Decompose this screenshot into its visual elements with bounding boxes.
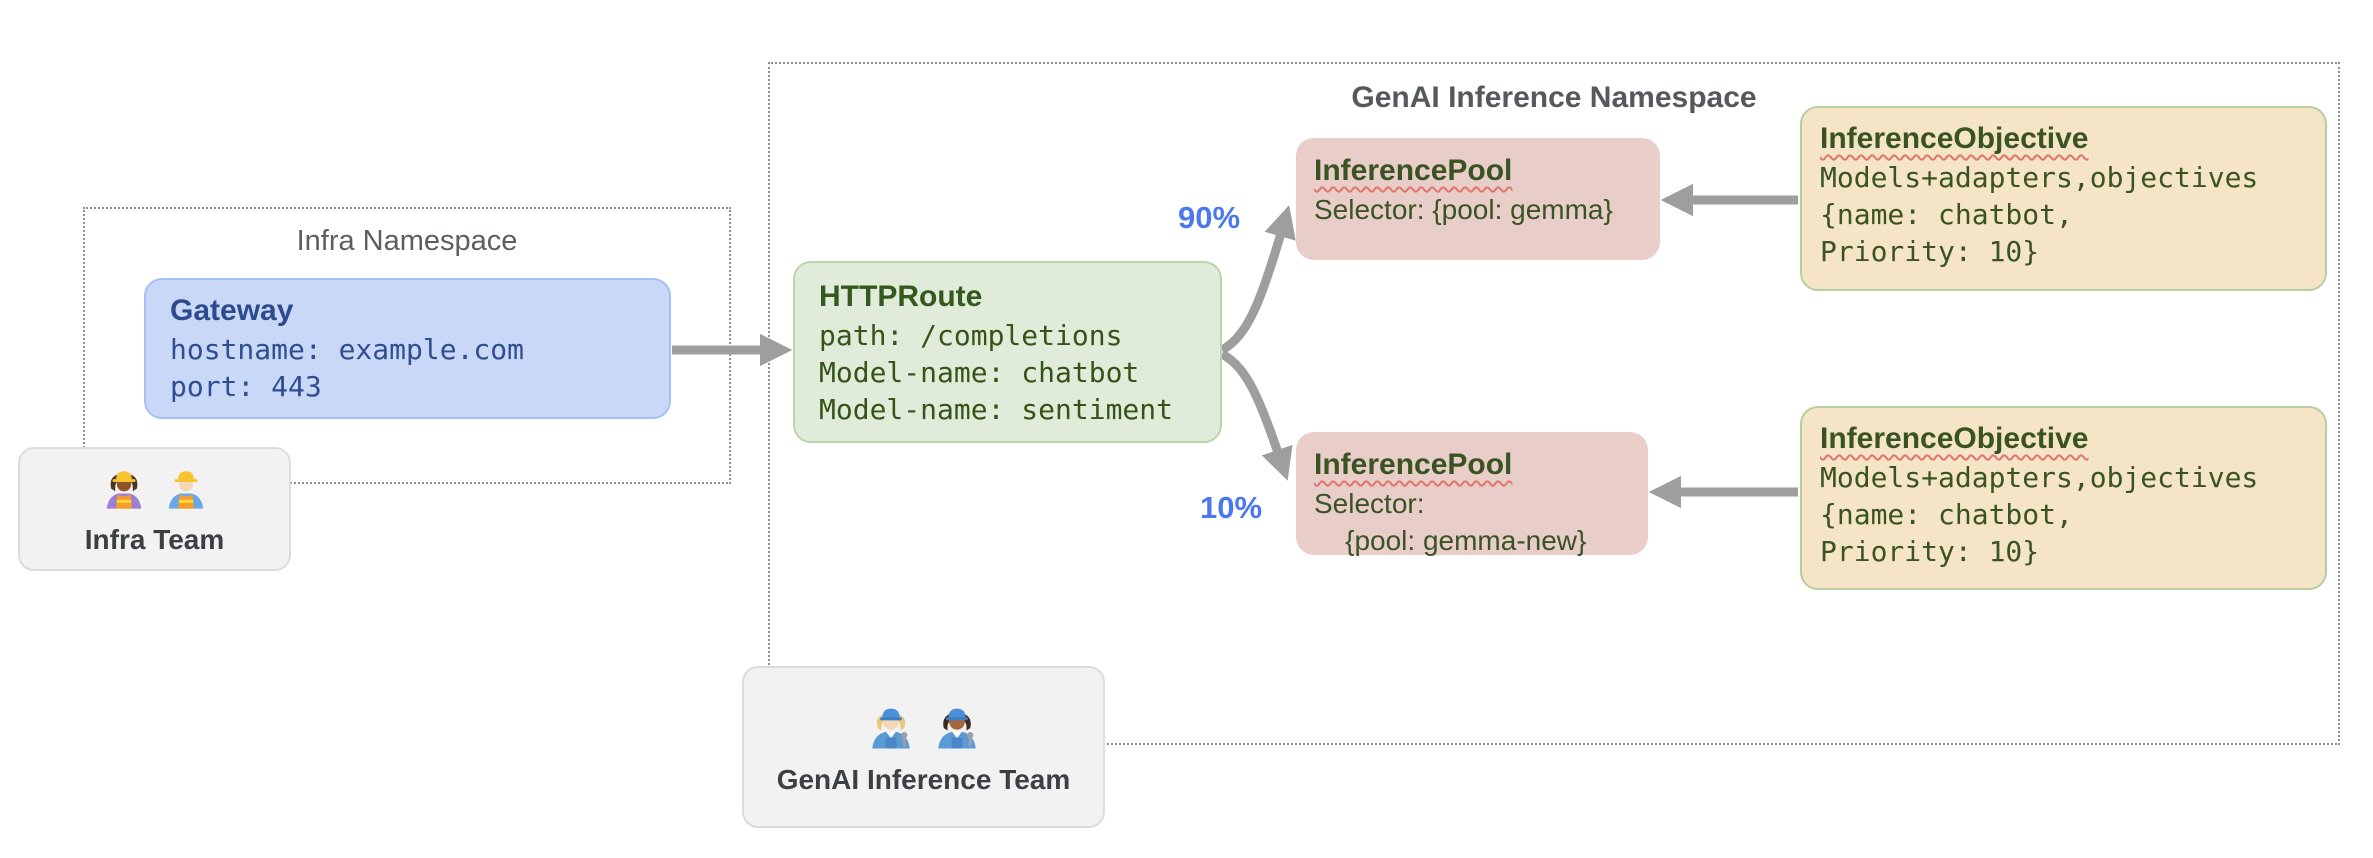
genai-team-icons <box>866 700 982 755</box>
gateway-port-line: port: 443 <box>170 370 322 403</box>
inference-pool-top-node: InferencePool Selector: {pool: gemma} <box>1296 138 1660 260</box>
traffic-weight-10-label: 10% <box>1200 490 1263 525</box>
genai-team-card: GenAI Inference Team <box>742 666 1105 828</box>
inference-objective-top-name-line: {name: chatbot, <box>1820 198 2073 231</box>
inference-pool-bottom-selector-value-line: {pool: gemma-new} <box>1314 525 1587 556</box>
construction-worker-light-skin-icon <box>163 464 209 515</box>
httproute-model-chatbot-line: Model-name: chatbot <box>819 356 1140 389</box>
httproute-model-sentiment-line: Model-name: sentiment <box>819 393 1174 426</box>
mechanic-medium-skin-icon <box>932 700 982 755</box>
gateway-hostname-line: hostname: example.com <box>170 333 525 366</box>
httproute-node: HTTPRoute path: /completions Model-name:… <box>793 261 1222 443</box>
infra-team-icons <box>101 464 209 515</box>
infra-team-card: Infra Team <box>18 447 291 571</box>
infra-namespace-title: Infra Namespace <box>296 225 518 257</box>
mechanic-light-skin-icon <box>866 700 916 755</box>
genai-namespace-group: GenAI Inference Namespace <box>768 62 2340 745</box>
genai-namespace-title: GenAI Inference Namespace <box>1351 81 1757 114</box>
inference-objective-top-node: InferenceObjective Models+adapters,objec… <box>1800 106 2327 291</box>
traffic-weight-90-label: 90% <box>1178 200 1241 235</box>
genai-team-label: GenAI Inference Team <box>776 763 1071 795</box>
infra-namespace-group: Infra Namespace <box>83 207 731 484</box>
inference-objective-bottom-models-line: Models+adapters,objectives <box>1820 461 2259 494</box>
inference-objective-bottom-name-line: {name: chatbot, <box>1820 498 2073 531</box>
httproute-title: HTTPRoute <box>819 280 983 313</box>
construction-worker-dark-skin-icon <box>101 464 147 515</box>
inference-pool-bottom-title: InferencePool <box>1314 448 1513 481</box>
inference-pool-top-selector-line: Selector: {pool: gemma} <box>1314 194 1613 225</box>
inference-objective-bottom-title: InferenceObjective <box>1820 422 2089 455</box>
gateway-node: Gateway hostname: example.com port: 443 <box>144 278 671 419</box>
inference-pool-top-title: InferencePool <box>1314 154 1513 187</box>
gateway-title: Gateway <box>170 294 294 327</box>
inference-objective-top-title: InferenceObjective <box>1820 122 2089 155</box>
inference-objective-top-priority-line: Priority: 10} <box>1820 235 2040 268</box>
inference-objective-top-models-line: Models+adapters,objectives <box>1820 161 2259 194</box>
infra-team-label: Infra Team <box>84 523 225 555</box>
httproute-path-line: path: /completions <box>819 319 1123 352</box>
inference-pool-bottom-node: InferencePool Selector: {pool: gemma-new… <box>1296 432 1648 556</box>
inference-objective-bottom-node: InferenceObjective Models+adapters,objec… <box>1800 406 2327 590</box>
inference-pool-bottom-selector-line: Selector: <box>1314 488 1425 519</box>
inference-objective-bottom-priority-line: Priority: 10} <box>1820 535 2040 568</box>
